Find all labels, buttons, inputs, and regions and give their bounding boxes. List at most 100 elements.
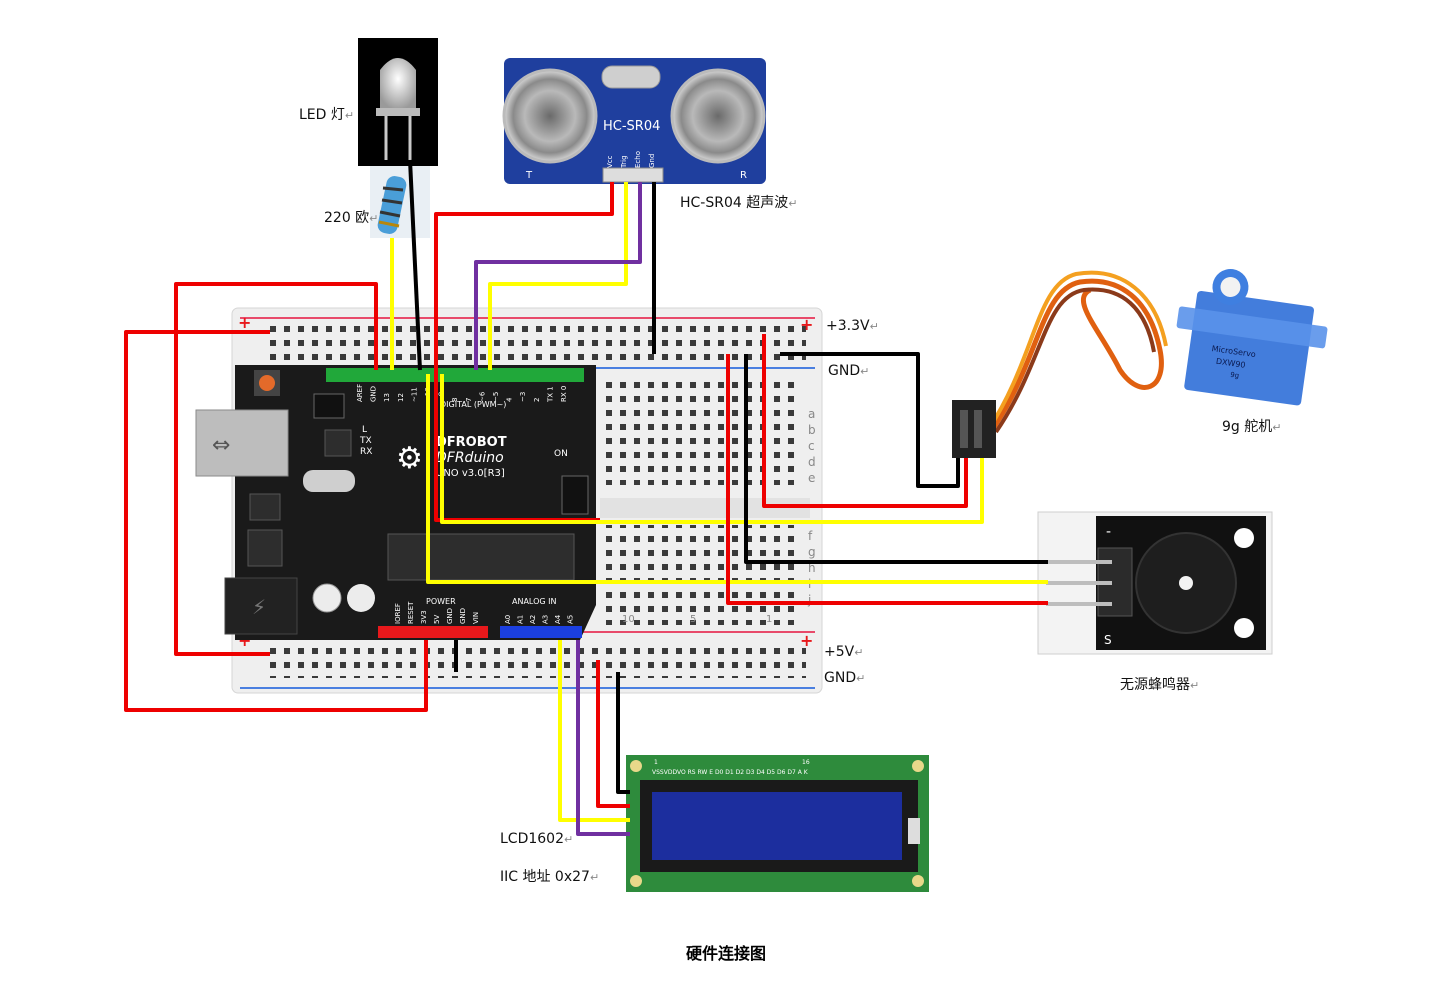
sensor-eye-left	[502, 68, 598, 164]
sensor-pin-echo: Echo	[634, 151, 642, 168]
wire-yellow-lcd	[558, 640, 630, 822]
digital-header-label: DIGITAL (PWM~)	[440, 400, 506, 409]
wire-yellow-trig	[488, 182, 628, 370]
pin-label: ~5	[492, 392, 500, 402]
column-number: 10	[622, 614, 635, 625]
crystal	[303, 470, 355, 492]
ultrasonic-sensor: HC-SR04 T R Vcc Trig Echo Gnd	[502, 58, 766, 184]
wire-black-led	[408, 159, 422, 371]
sensor-mark-r: R	[740, 170, 747, 181]
lcd-screen	[652, 792, 902, 860]
terminal-strip-lower	[600, 525, 796, 625]
sensor-pin-trig: Trig	[620, 155, 628, 169]
usb-icon: ⇔	[212, 433, 230, 458]
icsp-header	[313, 393, 589, 515]
pin-label: GND	[370, 386, 378, 402]
pin-label: RX 0	[560, 386, 568, 402]
buzzer-module: - S	[1037, 511, 1273, 655]
lcd-module: VSSVDDVO RS RW E D0 D1 D2 D3 D4 D5 D6 D7…	[626, 755, 929, 892]
led-label-l: L	[362, 425, 367, 435]
ultrasonic-label: HC-SR04 超声波↵	[680, 195, 798, 211]
sensor-eye-right	[670, 68, 766, 164]
wire-red-buzzer	[726, 354, 1048, 605]
pin-label: AREF	[356, 384, 364, 402]
sensor-pin-gnd: Gnd	[648, 154, 656, 168]
power-jack	[224, 577, 298, 635]
pin-label: 8	[451, 398, 459, 402]
pin-label: ~6	[478, 391, 486, 402]
sensor-pin-vcc: Vcc	[606, 155, 614, 168]
top-power-rail-holes	[268, 326, 806, 360]
row-letter: j	[807, 593, 811, 607]
regulator	[247, 529, 283, 567]
diagram-caption: 硬件连接图	[685, 944, 766, 963]
board-brand: DFROBOT	[436, 435, 507, 450]
lcd-pin-labels: VSSVDDVO RS RW E D0 D1 D2 D3 D4 D5 D6 D7…	[652, 769, 809, 776]
wire-red-lcd	[596, 660, 630, 808]
resistor-component	[370, 166, 430, 238]
sensor-model: HC-SR04	[603, 119, 660, 134]
digital-header	[326, 368, 584, 382]
pin-label: GND	[459, 608, 467, 624]
power-header	[378, 626, 488, 638]
gnd-bottom-label: GND↵	[824, 670, 866, 686]
wire-black-servo	[780, 352, 960, 488]
pin-label: A0	[504, 615, 512, 624]
row-letter: f	[808, 529, 813, 543]
pin-label: 5V	[433, 615, 441, 624]
arduino-board: ⇔ ⚡ DFROBOT DFRduino UNO v3.0[R3] ⚙ L TX…	[195, 365, 596, 640]
wire-purple-lcd	[576, 640, 630, 836]
pin-label: 13	[383, 393, 391, 402]
column-number: 1	[766, 614, 772, 625]
on-label: ON	[554, 449, 568, 459]
v33-label: +3.3V↵	[826, 318, 879, 334]
wire-red-servo	[762, 334, 968, 508]
pin-label: A2	[529, 615, 537, 624]
lcd-label: LCD1602↵	[500, 831, 574, 847]
board-name: DFRduino	[436, 450, 504, 466]
servo-weight: 9g	[1230, 371, 1240, 380]
row-letter: c	[808, 439, 815, 453]
wires	[124, 159, 1048, 836]
servo-label: 9g 舵机↵	[1222, 419, 1282, 435]
servo-motor: MicroServo DXW90 9g	[952, 268, 1328, 458]
resistor-label: 220 欧↵	[324, 210, 379, 226]
v5-label: +5V↵	[824, 644, 864, 660]
row-letter: a	[808, 407, 815, 421]
pin-label: A5	[567, 615, 575, 624]
iic-label: IIC 地址 0x27↵	[500, 869, 600, 885]
microcontroller-chip	[387, 533, 575, 581]
pin-label: IOREF	[394, 603, 402, 624]
capacitor	[313, 584, 341, 612]
pin-label: 3V3	[420, 610, 428, 624]
board-version: UNO v3.0[R3]	[436, 468, 505, 479]
rail-plus-mark: +	[800, 315, 813, 334]
pin-label: TX 1	[546, 386, 554, 403]
pin-label: 4	[506, 397, 514, 402]
pin-label: GND	[446, 608, 454, 624]
row-letter: d	[808, 455, 816, 469]
usb-chip	[324, 429, 352, 457]
analog-header	[500, 626, 582, 638]
buzzer-minus-mark: -	[1106, 524, 1111, 540]
wire-yellow-servo	[440, 374, 984, 524]
led-label-tx: TX	[359, 436, 372, 446]
wire-yellow-buzzer	[426, 374, 1048, 584]
wire-black-lcd	[616, 672, 630, 794]
lcd-pin-start: 1	[654, 759, 658, 766]
pin-label: 7	[465, 398, 473, 402]
terminal-strip-upper	[600, 380, 796, 485]
pin-label: ~3	[519, 392, 527, 402]
rail-plus-mark: +	[238, 313, 251, 332]
pin-label: RESET	[407, 601, 415, 624]
pin-label: A3	[542, 615, 550, 624]
lightning-icon: ⚡	[252, 595, 266, 619]
buzzer-s-mark: S	[1104, 633, 1112, 647]
wire-black-buzzer	[744, 354, 1048, 564]
row-letter: h	[808, 561, 816, 575]
led-label-rx: RX	[360, 447, 372, 457]
wire-red-rail-bottom	[174, 282, 378, 656]
column-number: 5	[690, 614, 696, 625]
